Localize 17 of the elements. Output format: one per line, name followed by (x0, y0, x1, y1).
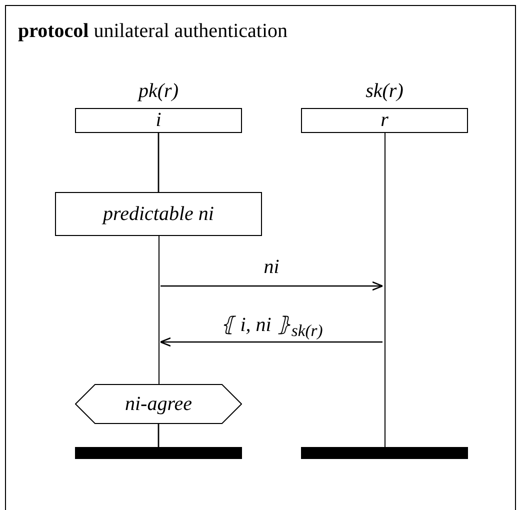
role-knowledge-label: sk(r) (364, 80, 404, 103)
role-name: i (156, 109, 162, 132)
message-arrow (160, 337, 382, 347)
lifeline (382, 133, 386, 447)
condition-hexagon (75, 384, 242, 424)
message-arrow (160, 281, 384, 291)
lifeline (158, 133, 160, 192)
action-label: predictable ni (103, 202, 214, 226)
lifeline (158, 424, 160, 447)
role-knowledge-label: pk(r) (136, 80, 180, 103)
condition-label: ni-agree (124, 392, 192, 416)
role-name: r (380, 109, 388, 132)
lifeline (156, 236, 160, 384)
lifeline-end-bar (301, 447, 468, 459)
lifeline-end-bar (75, 447, 242, 459)
title: protocol unilateral authentication (18, 20, 288, 43)
action-box (55, 192, 262, 236)
